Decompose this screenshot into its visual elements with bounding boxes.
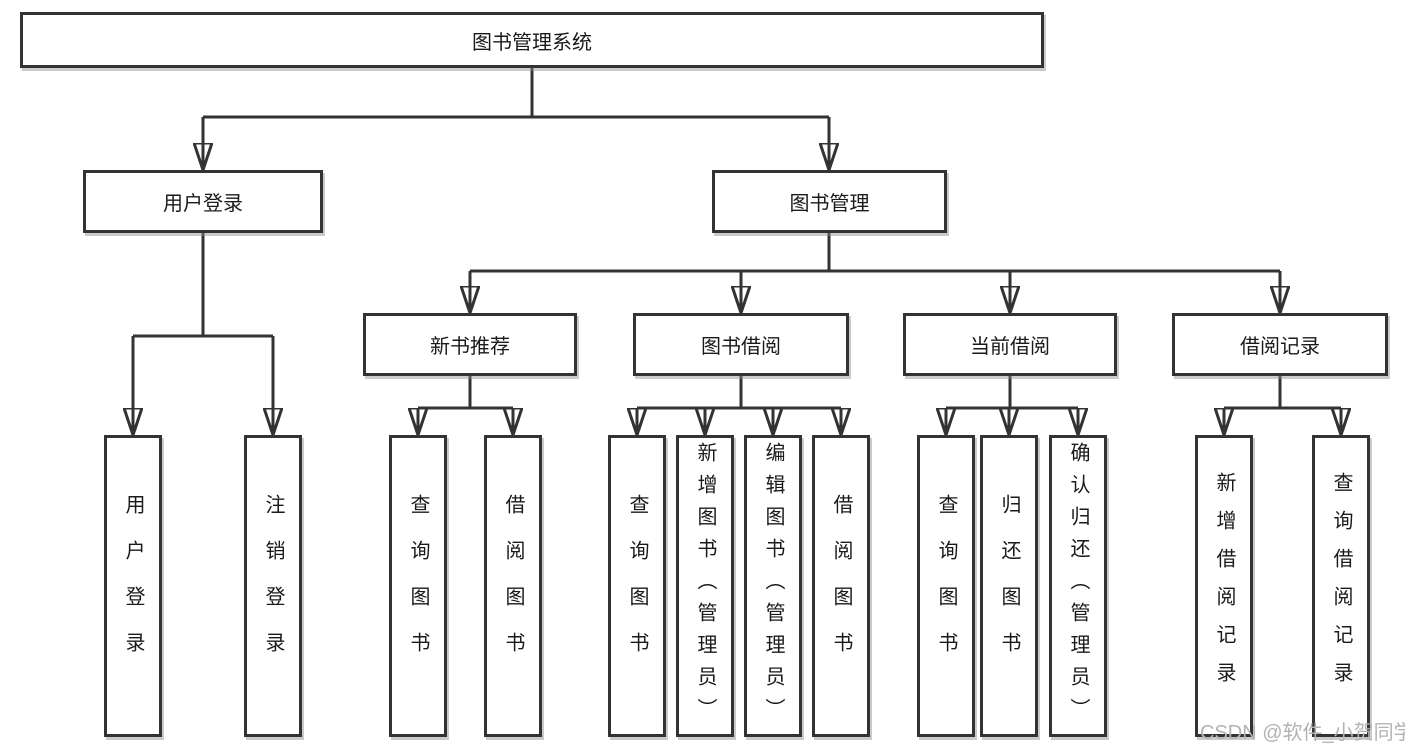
leaf-borrow-edit-books-admin: 编辑图书（管理员） (744, 435, 802, 737)
connector-book-management-branch (470, 233, 1280, 313)
leaf-logout: 注销登录 (244, 435, 302, 737)
connector-book-borrowing-branch (637, 376, 841, 435)
connector-new-book-recommend-branch (418, 376, 513, 435)
node-user-login: 用户登录 (83, 170, 323, 233)
node-new-book-recommend: 新书推荐 (363, 313, 577, 376)
leaf-records-add-record: 新增借阅记录 (1195, 435, 1253, 737)
leaf-user-login: 用户登录 (104, 435, 162, 737)
leaf-current-return-books: 归还图书 (980, 435, 1038, 737)
leaf-records-query-record: 查询借阅记录 (1312, 435, 1370, 737)
leaf-current-confirm-return-admin: 确认归还（管理员） (1049, 435, 1107, 737)
node-book-management: 图书管理 (712, 170, 947, 233)
leaf-borrow-borrow-books: 借阅图书 (812, 435, 870, 737)
leaf-borrow-add-books-admin: 新增图书（管理员） (676, 435, 734, 737)
leaf-newrec-borrow-books: 借阅图书 (484, 435, 542, 737)
connector-borrowing-records-branch (1224, 376, 1341, 435)
leaf-current-query-books: 查询图书 (917, 435, 975, 737)
watermark: CSDN @软件_小贺同学 (1200, 722, 1405, 744)
node-root: 图书管理系统 (20, 12, 1044, 68)
connector-current-borrowing-branch (946, 376, 1078, 435)
node-borrowing-records: 借阅记录 (1172, 313, 1388, 376)
node-current-borrowing: 当前借阅 (903, 313, 1117, 376)
connector-user-login-branch (133, 233, 273, 435)
leaf-newrec-query-books: 查询图书 (389, 435, 447, 737)
node-book-borrowing: 图书借阅 (633, 313, 849, 376)
connector-root-to-level2 (203, 68, 829, 170)
leaf-borrow-query-books: 查询图书 (608, 435, 666, 737)
